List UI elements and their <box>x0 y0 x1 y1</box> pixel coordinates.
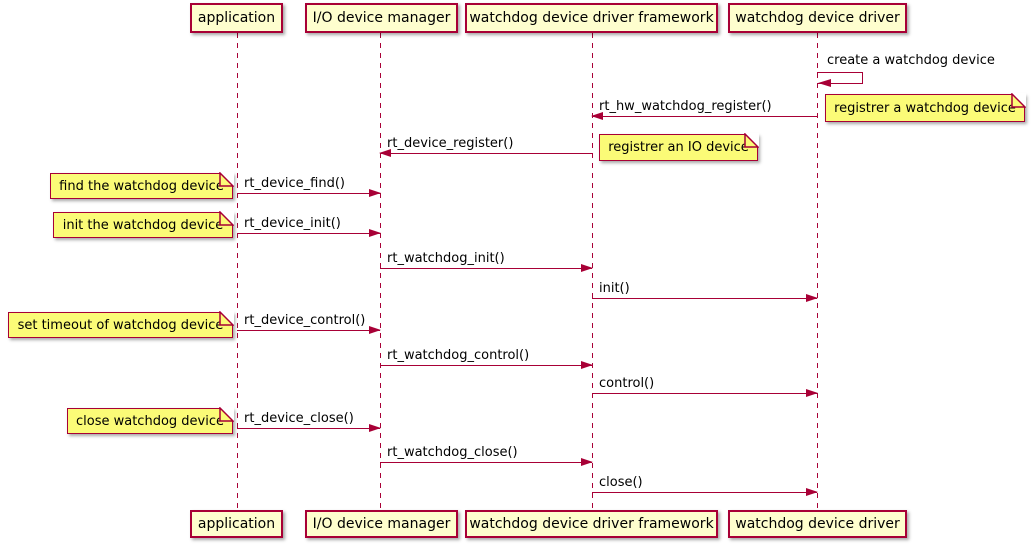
message-label: rt_watchdog_init() <box>387 251 505 266</box>
note-registrer-an-io-device: registrer an IO device <box>599 133 759 161</box>
message-label: rt_hw_watchdog_register() <box>599 99 772 114</box>
note-label: init the watchdog device <box>62 217 224 233</box>
arrowhead-right-icon <box>369 326 381 334</box>
message-label: rt_device_init() <box>244 216 341 231</box>
message-line <box>237 330 380 331</box>
note-fold-icon <box>219 407 234 422</box>
arrowhead-right-icon <box>369 189 381 197</box>
arrowhead-left-icon <box>591 112 603 120</box>
participant-top-application: application <box>190 3 283 33</box>
arrowhead-right-icon <box>581 361 593 369</box>
message-line <box>237 233 380 234</box>
participant-bottom-watchdog-driver: watchdog device driver <box>728 510 907 538</box>
message-label: rt_device_register() <box>387 136 514 151</box>
arrowhead-left-icon <box>818 79 831 87</box>
message-label: init() <box>599 281 630 296</box>
note-label: find the watchdog device <box>59 178 224 194</box>
participant-bottom-application: application <box>190 510 283 538</box>
note-label: registrer a watchdog device <box>834 100 1016 116</box>
message-line <box>380 153 592 154</box>
note-init-the-watchdog-device: init the watchdog device <box>53 211 234 238</box>
note-label: set timeout of watchdog device <box>17 317 224 333</box>
note-fold-icon <box>219 311 234 326</box>
message-label: rt_device_control() <box>244 313 366 328</box>
arrowhead-right-icon <box>806 488 818 496</box>
note-fold-icon <box>219 172 234 187</box>
arrowhead-right-icon <box>581 458 593 466</box>
note-set-timeout-of-watchdog-device: set timeout of watchdog device <box>8 311 234 338</box>
message-line <box>237 193 380 194</box>
self-message-loop-line <box>817 72 863 84</box>
note-close-watchdog-device: close watchdog device <box>67 407 234 434</box>
message-label: rt_device_find() <box>244 176 345 191</box>
lifeline-watchdog-driver <box>817 33 818 510</box>
arrowhead-right-icon <box>806 294 818 302</box>
message-line <box>592 393 817 394</box>
lifeline-io-device-manager <box>380 33 381 510</box>
message-line <box>592 492 817 493</box>
arrowhead-right-icon <box>581 264 593 272</box>
message-label: control() <box>599 376 655 391</box>
message-line <box>592 116 817 117</box>
note-label: registrer an IO device <box>608 140 749 155</box>
note-fold-icon <box>744 133 759 148</box>
message-line <box>592 298 817 299</box>
arrowhead-right-icon <box>369 229 381 237</box>
note-registrer-a-watchdog-device: registrer a watchdog device <box>825 93 1026 122</box>
note-fold-icon <box>219 211 234 226</box>
message-line <box>380 462 592 463</box>
arrowhead-right-icon <box>369 424 381 432</box>
message-line <box>380 268 592 269</box>
note-label: close watchdog device <box>76 413 224 429</box>
message-line <box>237 428 380 429</box>
participant-top-io-device-manager: I/O device manager <box>305 3 458 33</box>
message-label: rt_watchdog_close() <box>387 445 518 460</box>
lifeline-application <box>237 33 238 510</box>
message-label: rt_watchdog_control() <box>387 348 530 363</box>
message-label: close() <box>599 475 643 490</box>
message-line <box>380 365 592 366</box>
participant-top-watchdog-driver: watchdog device driver <box>728 3 907 33</box>
note-find-the-watchdog-device: find the watchdog device <box>50 172 234 199</box>
participant-top-watchdog-framework: watchdog device driver framework <box>465 3 718 33</box>
message-label: create a watchdog device <box>827 53 995 68</box>
participant-bottom-io-device-manager: I/O device manager <box>305 510 458 538</box>
arrowhead-right-icon <box>806 389 818 397</box>
arrowhead-left-icon <box>379 149 391 157</box>
message-label: rt_device_close() <box>244 411 354 426</box>
note-fold-icon <box>1011 93 1026 108</box>
participant-bottom-watchdog-framework: watchdog device driver framework <box>465 510 718 538</box>
